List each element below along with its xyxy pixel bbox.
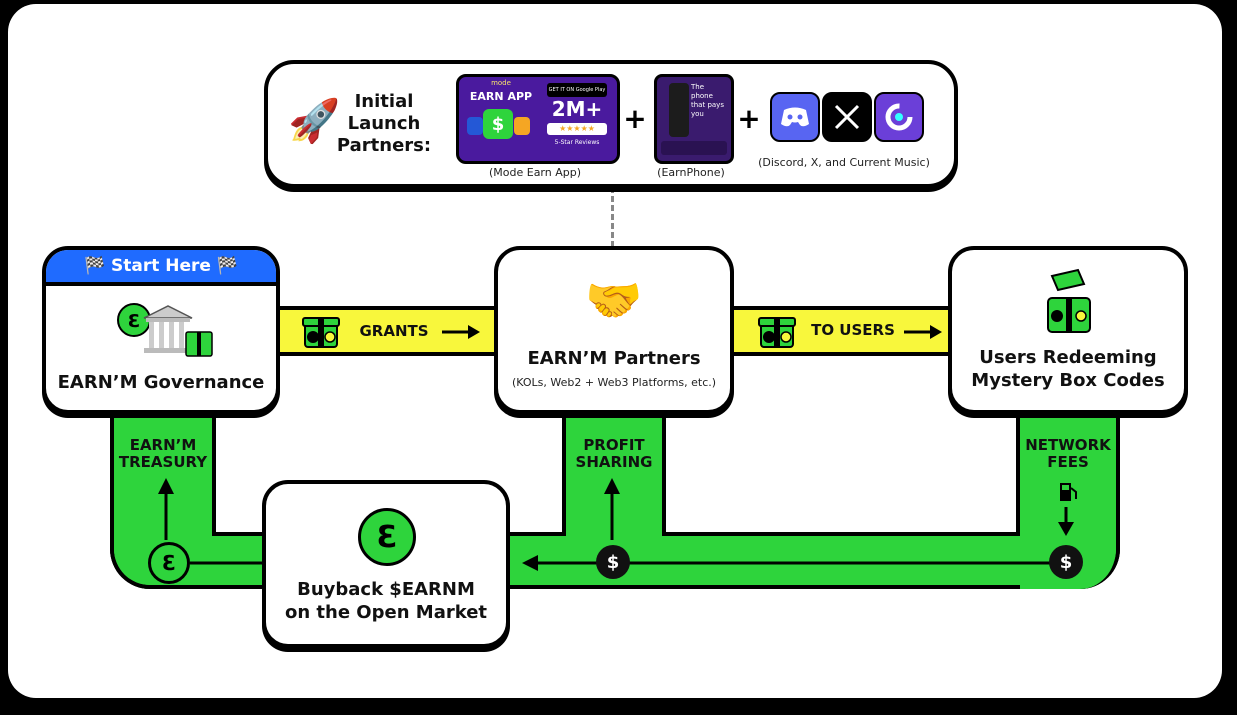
fees-label-line2: FEES [1047,453,1089,471]
earnphone-tile[interactable]: The phone that pays you [654,74,734,164]
fees-dollar-coin: $ [1049,545,1083,579]
fees-label: NETWORK FEES [1016,437,1120,471]
buyback-title-line1: Buyback $EARNM [297,579,475,600]
gift-box-icon [300,309,342,351]
phone-text: The phone that pays you [691,83,724,118]
earn-app-tile[interactable]: mode EARN APP $ GET IT ON Google Play 2M… [456,74,620,164]
launch-title: Initial Launch Partners: [334,91,434,157]
phone-image [669,83,689,137]
rocket-icon: 🚀 [288,96,341,145]
governance-title: EARN’M Governance [57,372,265,393]
x-icon[interactable] [822,92,872,142]
fees-fill [1020,403,1116,543]
earn-app-title: EARN APP [469,90,533,103]
star-rating: ★★★★★ [547,123,607,135]
gift-box-icon-users [756,309,798,351]
users-card: Users Redeeming Mystery Box Codes [948,246,1188,414]
partners-subtitle: (KOLs, Web2 + Web3 Platforms, etc.) [511,376,717,389]
treasury-fill [114,403,212,543]
earnphone-caption: (EarnPhone) [657,166,725,179]
start-here-header: 🏁 Start Here 🏁 [46,250,276,286]
profit-label-line1: PROFIT [583,436,645,454]
earn-app-count: 2M+ [551,97,603,121]
earnm-coin-icon: Ɛ [358,508,416,566]
discord-icon[interactable] [770,92,820,142]
retailer-strip [661,141,727,155]
launch-title-line2: Launch [347,113,421,134]
partners-title: EARN’M Partners [527,348,701,369]
plus-icon-2: + [737,102,761,135]
amazon-icon [514,117,530,135]
bottom-bar-top-edge-left [212,532,272,536]
earn-app-caption: (Mode Earn App) [488,166,582,179]
bank-icon: Ɛ [116,300,216,360]
fuel-pump-icon [1058,480,1077,502]
google-play-badge: GET IT ON Google Play [547,83,607,97]
plus-icon-1: + [623,102,647,135]
handshake-icon: 🤝 [585,273,643,327]
bottom-bar-top-edge-right [662,532,1020,536]
users-title-line2: Mystery Box Codes [971,370,1165,391]
governance-card: 🏁 Start Here 🏁 Ɛ EARN’M Governance [42,246,280,414]
launch-title-line3: Partners: [336,135,432,156]
svg-text:Ɛ: Ɛ [128,311,141,332]
bottom-bar-top-edge-mid [506,532,566,536]
buyback-title-line2: on the Open Market [284,602,488,623]
dashed-connector [611,187,614,247]
users-title-line1: Users Redeeming [979,347,1157,368]
buyback-title: Buyback $EARNM on the Open Market [266,578,506,624]
profit-label-line2: SHARING [575,453,653,471]
launch-title-line1: Initial [354,91,414,112]
treasury-label-line1: EARN’M [129,436,197,454]
earn-app-reviews: 5-Star Reviews [554,139,600,146]
diagram-canvas: Ɛ $ $ EARN’M TREASURY PROFIT SHARING NET… [8,4,1222,698]
treasury-earnm-coin: Ɛ [148,542,190,584]
treasury-label-line2: TREASURY [118,453,208,471]
profit-label: PROFIT SHARING [562,437,666,471]
partners-card: 🤝 EARN’M Partners (KOLs, Web2 + Web3 Pla… [494,246,734,414]
social-caption: (Discord, X, and Current Music) [758,156,930,169]
to-users-label: TO USERS [811,321,895,339]
current-music-icon[interactable] [874,92,924,142]
to-users-arrow-icon [904,325,942,339]
mystery-box-icon [1038,268,1100,338]
earn-app-brand: mode [491,79,511,87]
launch-partners-card: 🚀 Initial Launch Partners: mode EARN APP… [264,60,958,188]
profit-fill [566,403,662,543]
fees-label-line1: NETWORK [1025,436,1111,454]
profit-dollar-coin: $ [596,545,630,579]
cash-app-icon: $ [483,109,513,139]
grants-label: GRANTS [359,322,429,340]
paypal-icon [467,117,483,135]
grants-arrow-icon [442,325,480,339]
users-title: Users Redeeming Mystery Box Codes [952,346,1184,392]
buyback-card: Ɛ Buyback $EARNM on the Open Market [262,480,510,648]
treasury-label: EARN’M TREASURY [110,437,216,471]
